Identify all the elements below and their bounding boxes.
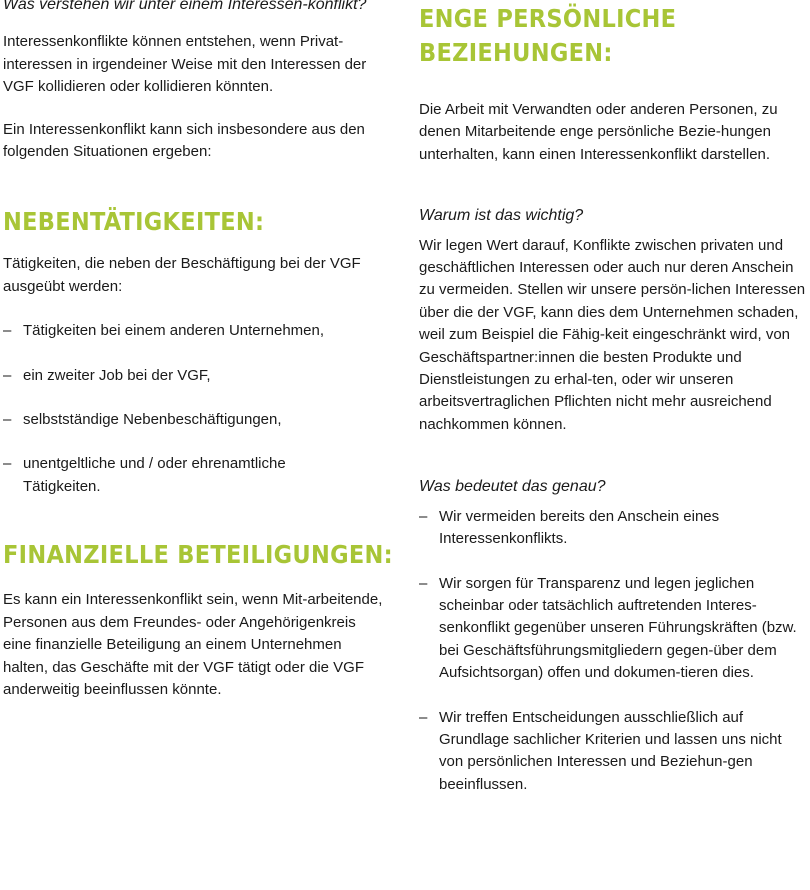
list-item: Wir treffen Entscheidungen ausschließlic… <box>419 707 807 797</box>
list-item: ein zweiter Job bei der VGF, <box>3 365 395 388</box>
left-column: Was verstehen wir unter einem Interessen… <box>3 0 395 701</box>
nebentaetigkeiten-heading: NEBENTÄTIGKEITEN: <box>3 207 265 237</box>
beziehungen-heading: ENGE PERSÖNLICHE BEZIEHUNGEN: <box>419 4 677 67</box>
list-item: Tätigkeiten bei einem anderen Unternehme… <box>3 320 395 343</box>
right-column: ENGE PERSÖNLICHE BEZIEHUNGEN: Die Arbeit… <box>419 0 807 796</box>
why-question: Warum ist das wichtig? <box>419 207 584 225</box>
list-item: selbstständige Nebenbeschäftigungen, <box>3 409 395 432</box>
meaning-question: Was bedeutet das genau? <box>419 478 606 496</box>
intro-paragraph-2: Ein Interessenkonflikt kann sich insbeso… <box>3 120 365 161</box>
why-text: Wir legen Wert darauf, Konflikte zwische… <box>419 236 806 433</box>
list-item: Wir vermeiden bereits den Anschein eines… <box>419 506 759 551</box>
list-item: Wir sorgen für Transparenz und legen jeg… <box>419 573 807 685</box>
intro-paragraph-1: Interessenkonflikte können entstehen, we… <box>3 33 367 96</box>
meaning-list: Wir vermeiden bereits den Anschein eines… <box>419 506 807 796</box>
intro-question: Was verstehen wir unter einem Interessen… <box>3 0 367 13</box>
nebentaetigkeiten-list: Tätigkeiten bei einem anderen Unternehme… <box>3 320 395 498</box>
finanzielle-beteiligungen-heading: FINANZIELLE BETEILIGUNGEN: <box>3 540 393 570</box>
beziehungen-text: Die Arbeit mit Verwandten oder anderen P… <box>419 101 778 163</box>
finanzielle-beteiligungen-text: Es kann ein Interessenkonflikt sein, wen… <box>3 591 383 698</box>
nebentaetigkeiten-text: Tätigkeiten, die neben der Beschäftigung… <box>3 255 361 295</box>
list-item: unentgeltliche und / oder ehrenamtliche … <box>3 453 343 498</box>
